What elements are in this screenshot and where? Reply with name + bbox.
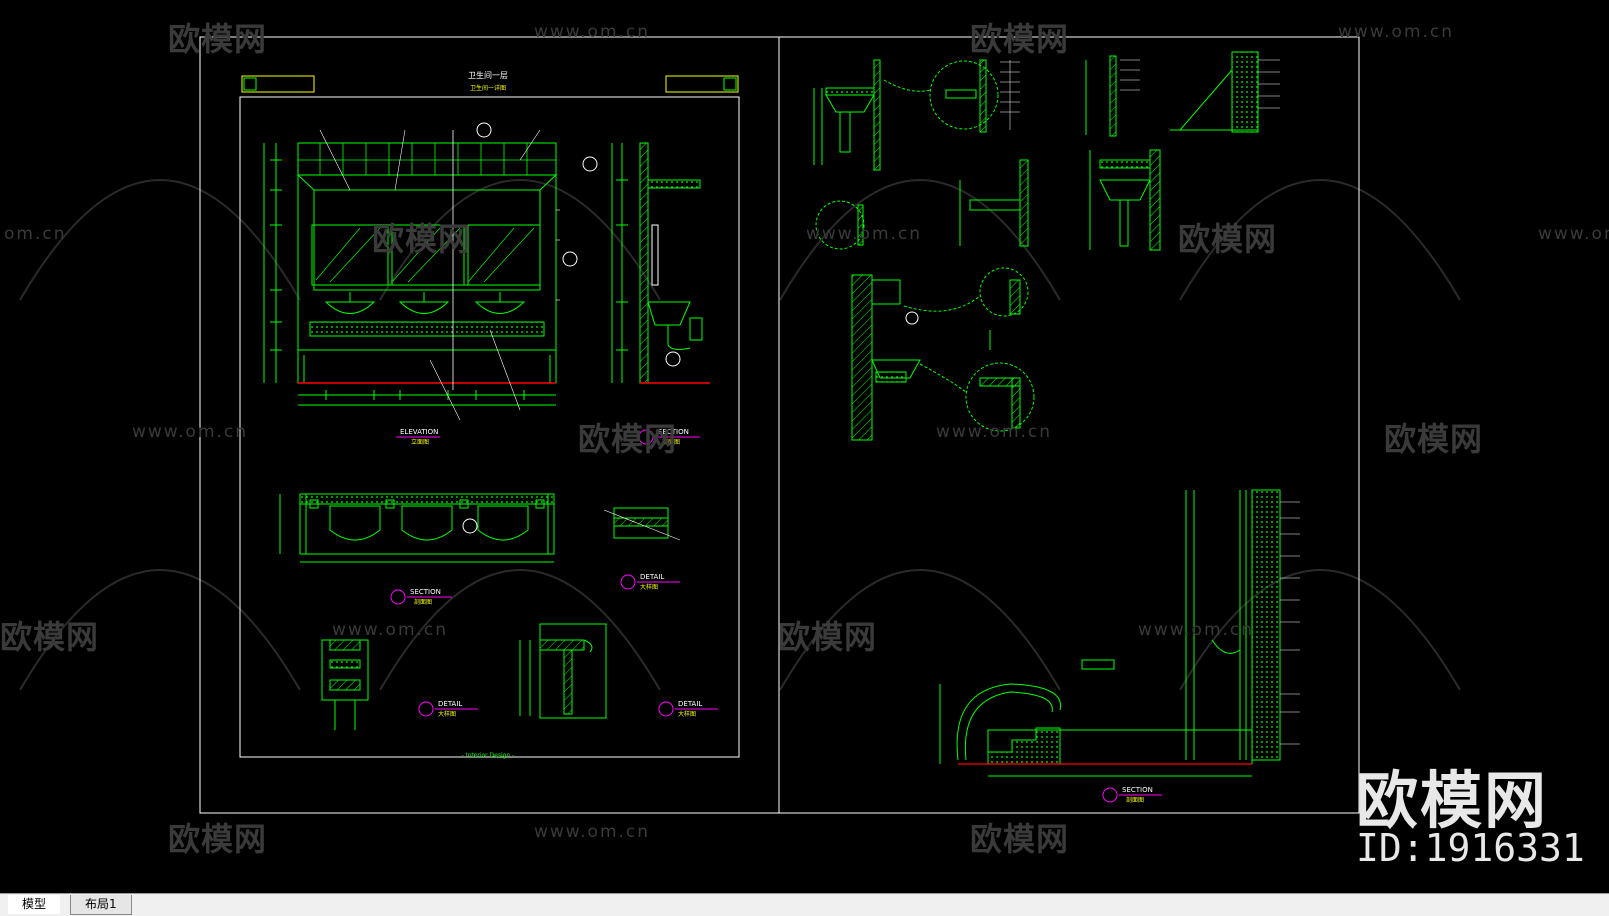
- section-a-tag: SECTION: [410, 588, 441, 596]
- detail-d-tag-sub: 大样图: [678, 710, 696, 718]
- elevation-drawing: [263, 142, 558, 406]
- detail-d-drawing: [519, 623, 607, 719]
- detail-c-tag-sub: 大样图: [438, 710, 456, 718]
- detail-d-tag: DETAIL: [678, 700, 702, 708]
- watermark-arcs: [19, 179, 1461, 691]
- section-b-marker-2: [562, 251, 578, 267]
- section-b-marker-1: [582, 156, 598, 172]
- detail-e-tag-circle: [620, 574, 636, 590]
- section-b-tag: SECTION: [658, 428, 689, 436]
- sheet-title: 卫生间一层: [468, 70, 508, 80]
- cad-drawing[interactable]: 卫生间一层 卫生间一详图: [0, 0, 1609, 893]
- right-detail-marker: [905, 311, 919, 325]
- tab-model[interactable]: 模型: [8, 895, 61, 914]
- callout-curve-3: [919, 363, 967, 393]
- detail-e-tag-sub: 大样图: [640, 583, 658, 591]
- section-b-marker-3: [665, 351, 681, 367]
- right-section-leaders: [1280, 501, 1300, 745]
- callout-curve-2: [903, 295, 981, 312]
- section-b-drawing: [611, 142, 703, 384]
- title-block-left: [241, 75, 739, 93]
- right-details-top: [813, 51, 1259, 251]
- detail-e-drawing: [603, 507, 681, 541]
- right-details-middle: [851, 267, 1035, 441]
- right-detail-leaders: [1000, 59, 1280, 113]
- elevation-tag-sub: 立面图: [411, 438, 429, 446]
- detail-e-tag: DETAIL: [640, 573, 664, 581]
- detail-c-tag: DETAIL: [438, 700, 462, 708]
- section-b-tag-circle: [638, 429, 654, 445]
- tab-layout1[interactable]: 布局1: [70, 895, 132, 915]
- section-a-tag-sub: 剖面图: [414, 598, 432, 606]
- elevation-leaders: [319, 129, 560, 421]
- right-section-tag-sub: 剖面图: [1126, 796, 1144, 804]
- callout-curve-1: [883, 79, 931, 92]
- elevation-tag: ELEVATION: [400, 428, 438, 436]
- left-inner-frame: [239, 96, 740, 758]
- right-section-label-box: [1081, 659, 1115, 670]
- layout-tab-bar: 模型 布局1: [0, 893, 1609, 916]
- watermark-id: ID:1916331: [1356, 826, 1585, 870]
- interior-design-footer: - Interior Design -: [462, 752, 515, 759]
- section-b-tag-sub: 剖面图: [662, 438, 680, 446]
- section-a-plan: [279, 493, 555, 563]
- left-sheet-frame: [199, 36, 780, 814]
- section-a-tag-circle: [390, 589, 406, 605]
- detail-d-tag-circle: [658, 701, 674, 717]
- detail-c-drawing: [321, 639, 369, 730]
- right-section-c-drawing: [939, 489, 1281, 777]
- cad-model-space[interactable]: 卫生间一层 卫生间一详图: [0, 0, 1609, 893]
- right-section-tag: SECTION: [1122, 786, 1153, 794]
- right-section-tag-circle: [1102, 787, 1118, 803]
- watermark-brand-large: 欧模网: [1356, 764, 1549, 837]
- sheet-subtitle: 卫生间一详图: [470, 84, 506, 92]
- right-sheet-frame: [778, 36, 1360, 814]
- section-a-marker: [462, 518, 478, 534]
- section-marker: [476, 122, 492, 138]
- detail-c-tag-circle: [418, 701, 434, 717]
